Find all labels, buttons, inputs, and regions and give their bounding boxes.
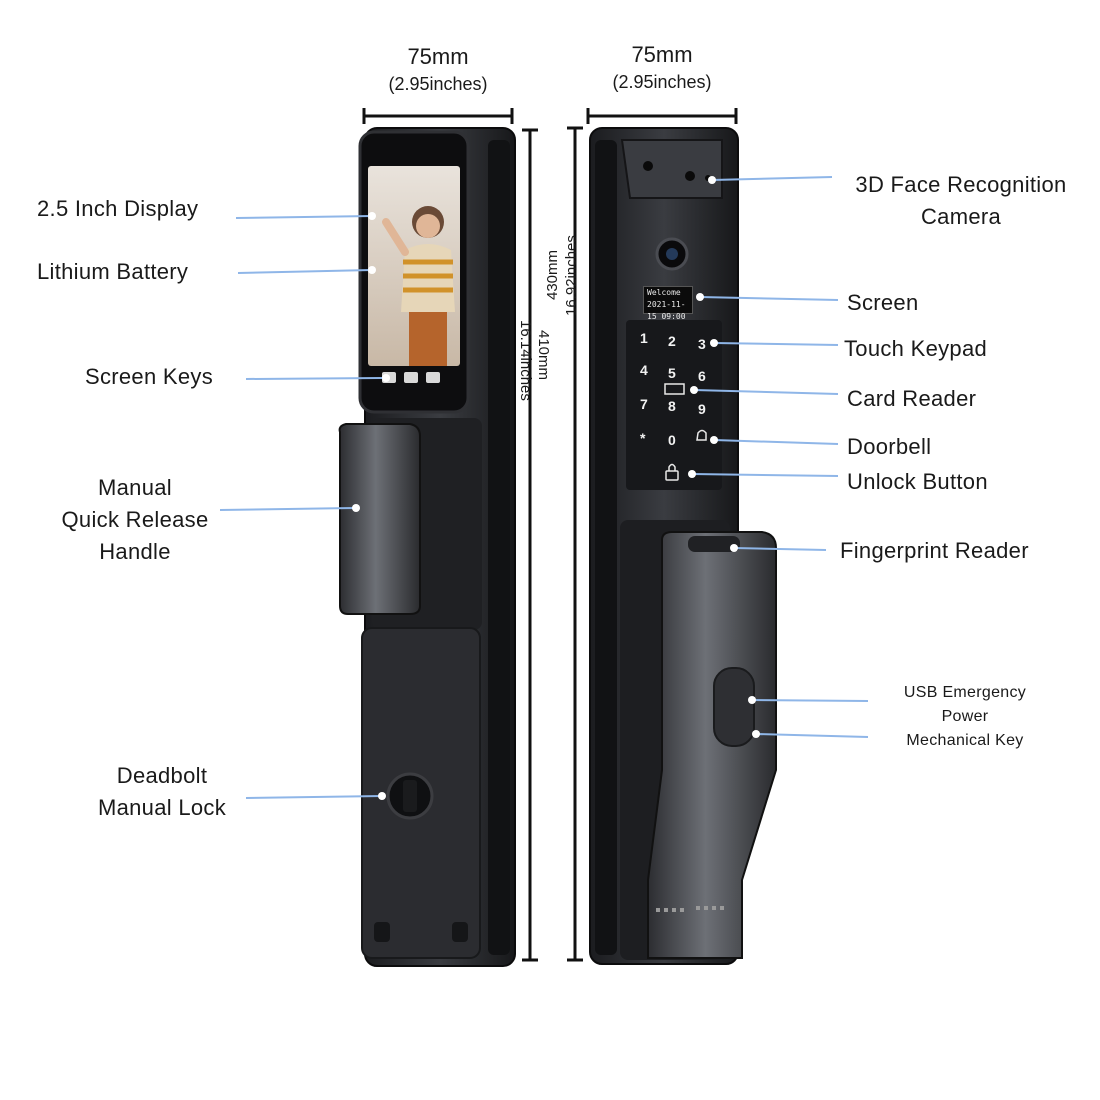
label-unlock-button: Unlock Button [847, 469, 988, 494]
label-deadbolt-line1: Deadbolt [116, 763, 208, 788]
key-7[interactable]: 7 [640, 396, 648, 412]
label-usb-line3: Mechanical Key [906, 732, 1024, 749]
key-9[interactable]: 9 [698, 401, 706, 417]
key-6[interactable]: 6 [698, 368, 706, 384]
right-width-mm: 75mm [631, 42, 693, 67]
key-0[interactable]: 0 [668, 432, 676, 448]
label-handle: Manual Quick Release Handle [40, 472, 230, 568]
right-width-inches: (2.95inches) [612, 72, 712, 92]
left-screen-keys [382, 372, 440, 383]
label-handle-line1: Manual [98, 475, 172, 500]
left-lower-panel [361, 627, 481, 959]
label-usb-line1: USB Emergency [903, 684, 1027, 701]
right-handle [620, 520, 777, 960]
left-width-inches: (2.95inches) [388, 74, 488, 94]
key-4[interactable]: 4 [640, 362, 648, 378]
right-height-mm: 430mm [544, 249, 561, 300]
right-height-inches: 16.92inches [563, 235, 580, 316]
label-lithium-battery: Lithium Battery [37, 259, 189, 284]
label-usb-power-key: USB Emergency Power Mechanical Key [870, 681, 1060, 753]
face-camera-module [620, 139, 723, 199]
label-deadbolt-line2: Manual Lock [97, 795, 227, 820]
leader-lines [219, 176, 869, 799]
left-height-mm: 410mm [535, 330, 552, 381]
label-doorbell: Doorbell [847, 434, 932, 459]
key-2[interactable]: 2 [668, 333, 676, 349]
left-height-inches: 16.14inches [517, 320, 534, 401]
left-width-mm: 75mm [407, 44, 469, 69]
left-width-dimension: 75mm (2.95inches) [364, 44, 512, 95]
label-card-reader: Card Reader [847, 386, 977, 411]
label-face-camera: 3D Face Recognition Camera [836, 169, 1086, 233]
label-usb-line2: Power [941, 708, 989, 725]
label-handle-line3: Handle [99, 539, 171, 564]
front-camera [655, 237, 689, 271]
keypad-icons [664, 383, 707, 481]
lcd-welcome-text: Welcome [647, 288, 681, 297]
label-touch-keypad: Touch Keypad [844, 336, 988, 361]
left-handle [338, 418, 482, 630]
label-display: 2.5 Inch Display [37, 196, 199, 221]
keypad-area [626, 320, 722, 490]
key-star[interactable]: * [640, 430, 646, 446]
lcd-screen: Welcome 2021-11-15 09:00 [643, 286, 693, 321]
label-screen-keys: Screen Keys [85, 364, 214, 389]
key-8[interactable]: 8 [668, 398, 676, 414]
label-fingerprint-reader: Fingerprint Reader [840, 538, 1029, 563]
label-handle-line2: Quick Release [61, 507, 209, 532]
label-deadbolt: Deadbolt Manual Lock [70, 760, 254, 824]
left-display-panel [358, 130, 470, 414]
key-1[interactable]: 1 [640, 330, 648, 346]
lcd-date-text: 2021-11-15 09:00 [647, 300, 686, 321]
dimension-lines [362, 108, 738, 962]
key-3[interactable]: 3 [698, 336, 706, 352]
right-width-dimension: 75mm (2.95inches) [588, 42, 736, 93]
label-screen: Screen [847, 290, 919, 315]
key-5[interactable]: 5 [668, 365, 676, 381]
label-face-line1: 3D Face Recognition [855, 172, 1067, 197]
leader-dots [352, 176, 760, 800]
label-face-line2: Camera [920, 204, 1002, 229]
